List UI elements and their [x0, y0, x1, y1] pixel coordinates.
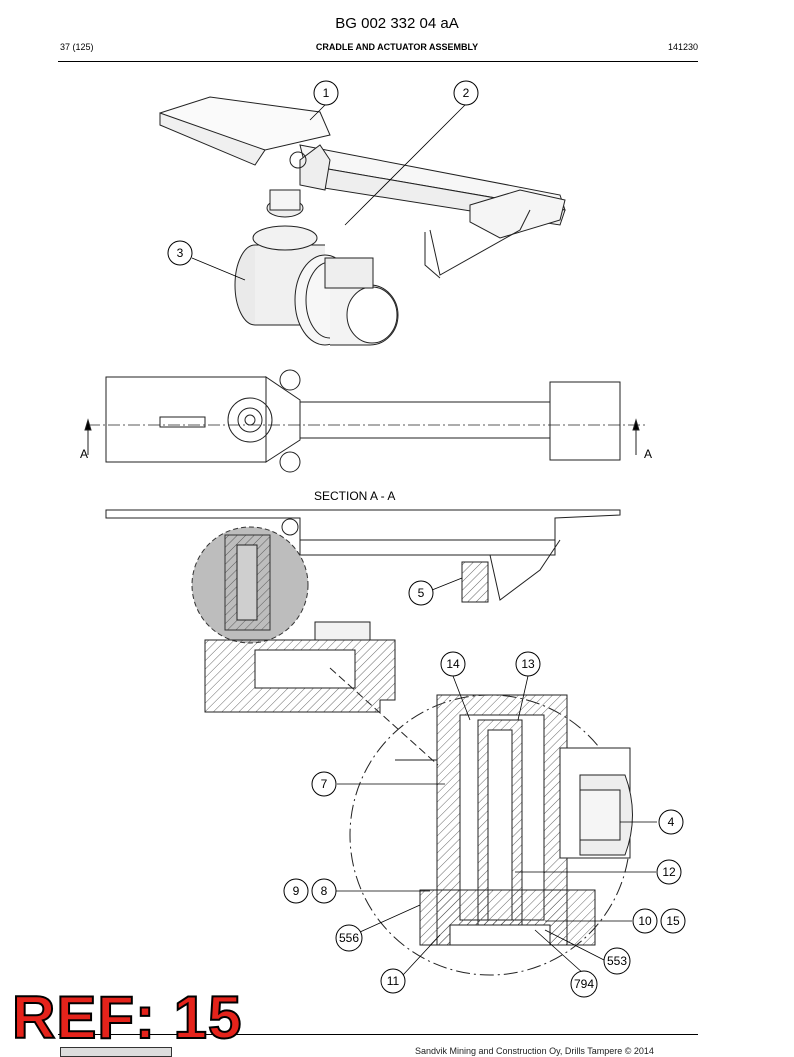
svg-text:9: 9	[293, 884, 300, 898]
svg-text:14: 14	[446, 657, 460, 671]
reference-stamp: REF: 15	[11, 983, 243, 1052]
balloon-4: 4	[658, 809, 684, 835]
balloon-15: 15	[660, 908, 686, 934]
svg-text:1: 1	[323, 86, 330, 100]
footer-rule	[58, 1034, 698, 1035]
svg-text:10: 10	[638, 914, 652, 928]
svg-text:11: 11	[387, 974, 400, 988]
svg-text:5: 5	[418, 586, 425, 600]
balloon-1: 1	[313, 80, 339, 106]
section-title: SECTION A - A	[314, 489, 395, 503]
balloon-7: 7	[311, 771, 337, 797]
balloon-794: 794	[570, 970, 598, 998]
isometric-cradle-view	[159, 96, 566, 346]
company-logo	[60, 1047, 172, 1057]
balloon-5: 5	[408, 580, 434, 606]
section-marker-left: A	[80, 447, 88, 461]
svg-text:556: 556	[339, 931, 359, 945]
balloon-8: 8	[311, 878, 337, 904]
plan-view	[84, 369, 645, 473]
svg-text:553: 553	[607, 954, 627, 968]
page-number: 37 (125)	[60, 42, 94, 52]
header-rule	[58, 61, 698, 62]
section-marker-right: A	[644, 447, 652, 461]
balloon-14: 14	[440, 651, 466, 677]
balloon-2: 2	[453, 80, 479, 106]
svg-text:15: 15	[666, 914, 680, 928]
section-view	[105, 509, 621, 766]
detail-view	[349, 694, 633, 976]
date-code: 141230	[667, 42, 698, 52]
svg-text:2: 2	[463, 86, 470, 100]
document-id: BG 002 332 04 aA	[335, 15, 459, 32]
svg-text:3: 3	[177, 246, 184, 260]
balloon-3: 3	[167, 240, 193, 266]
balloon-12: 12	[656, 859, 682, 885]
page-title: CRADLE AND ACTUATOR ASSEMBLY	[315, 42, 479, 52]
balloon-556: 556	[335, 924, 363, 952]
svg-text:7: 7	[321, 777, 328, 791]
leader-lines	[191, 103, 657, 976]
svg-text:8: 8	[321, 884, 328, 898]
balloon-13: 13	[515, 651, 541, 677]
svg-text:12: 12	[662, 865, 676, 879]
svg-text:4: 4	[668, 815, 675, 829]
balloon-10: 10	[632, 908, 658, 934]
svg-text:13: 13	[521, 657, 535, 671]
balloon-553: 553	[603, 947, 631, 975]
balloon-11: 11	[380, 968, 406, 994]
svg-text:794: 794	[574, 977, 594, 991]
balloon-9: 9	[283, 878, 309, 904]
footer-copyright: Sandvik Mining and Construction Oy, Dril…	[415, 1046, 654, 1056]
